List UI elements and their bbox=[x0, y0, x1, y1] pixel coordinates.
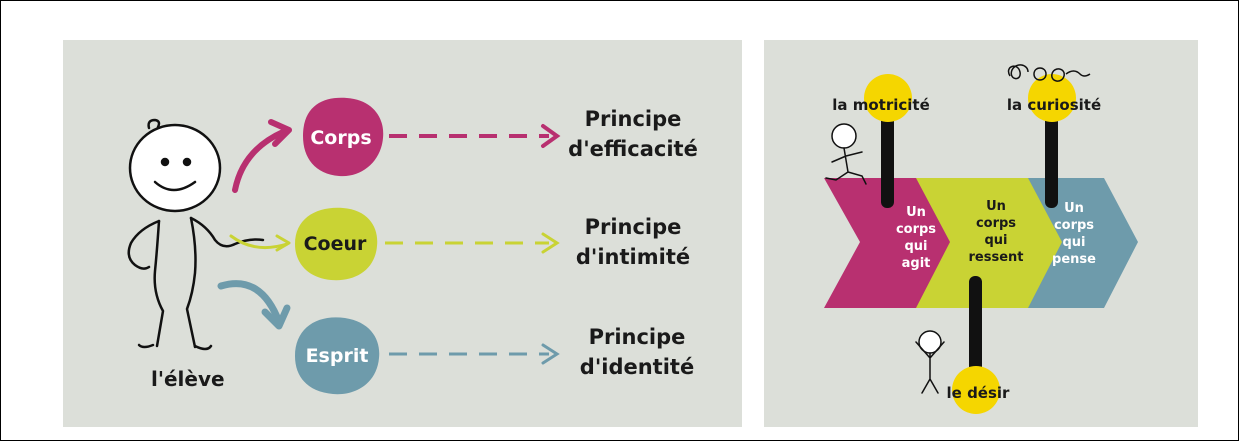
student-label: l'élève bbox=[151, 367, 225, 391]
coeur-principle-line2: d'intimité bbox=[576, 245, 690, 269]
esprit-principle-line2: d'identité bbox=[580, 355, 694, 379]
coeur-principle-line1: Principe bbox=[585, 215, 682, 239]
segment-agit-line1: Un bbox=[906, 205, 926, 220]
corps-blob bbox=[303, 97, 384, 177]
row-esprit: Esprit Principe d'identité bbox=[295, 317, 694, 395]
segment-agit-text: Un corps qui agit bbox=[896, 205, 936, 271]
right-diagram-panel: la motricité la curiosité le désir Un co… bbox=[764, 40, 1198, 427]
arrow-head-esprit bbox=[261, 304, 291, 330]
segment-agit-line2: corps bbox=[896, 222, 936, 237]
segment-pense-line2: corps bbox=[1054, 218, 1094, 233]
arrow-to-esprit bbox=[217, 280, 283, 326]
jumping-figure-icon bbox=[915, 330, 945, 394]
coeur-label: Coeur bbox=[304, 233, 367, 255]
corps-label: Corps bbox=[310, 127, 371, 149]
arrow-head-coeur bbox=[275, 234, 291, 252]
pin-curiosite-label: la curiosité bbox=[1007, 96, 1101, 114]
left-diagram-panel: l'élève Corps Principe d'efficacité Coeu… bbox=[63, 40, 742, 427]
segment-ressent-line1: Un bbox=[986, 199, 1006, 214]
esprit-arrow-head bbox=[541, 343, 560, 365]
pin-desir: le désir bbox=[947, 276, 1011, 414]
esprit-principle-line1: Principe bbox=[589, 325, 686, 349]
student-stick-figure bbox=[127, 118, 265, 351]
curiosity-scribble-icon bbox=[1007, 64, 1091, 82]
corps-arrow-head bbox=[541, 124, 561, 148]
esprit-blob bbox=[295, 317, 380, 395]
segment-pense-line3: qui bbox=[1062, 235, 1085, 250]
coeur-arrow-head bbox=[541, 232, 560, 254]
corps-principle-line2: d'efficacité bbox=[568, 137, 698, 161]
coeur-blob bbox=[295, 207, 378, 281]
running-figure-icon bbox=[825, 123, 867, 185]
arrow-to-coeur bbox=[229, 234, 289, 250]
left-diagram-svg: l'élève Corps Principe d'efficacité Coeu… bbox=[127, 97, 698, 395]
segment-ressent-line3: qui bbox=[984, 233, 1007, 248]
segment-agit-line3: qui bbox=[904, 239, 927, 254]
pin-desir-label: le désir bbox=[947, 384, 1011, 402]
segment-pense-text: Un corps qui pense bbox=[1052, 201, 1096, 267]
segment-pense-line1: Un bbox=[1064, 201, 1084, 216]
esprit-label: Esprit bbox=[306, 345, 369, 367]
arrow-head-corps bbox=[268, 119, 292, 147]
segment-pense-line4: pense bbox=[1052, 252, 1096, 267]
segment-ressent-line4: ressent bbox=[969, 250, 1024, 265]
right-diagram-svg: la motricité la curiosité le désir Un co… bbox=[824, 64, 1138, 414]
pin-motricite-label: la motricité bbox=[832, 96, 930, 114]
pin-motricite: la motricité bbox=[832, 74, 930, 208]
row-coeur: Coeur Principe d'intimité bbox=[295, 207, 690, 281]
segment-agit-line4: agit bbox=[902, 256, 931, 271]
pin-curiosite: la curiosité bbox=[1007, 64, 1101, 208]
segment-ressent-line2: corps bbox=[976, 216, 1016, 231]
arrow-to-corps bbox=[232, 129, 286, 193]
segment-ressent-chevron bbox=[916, 178, 1062, 308]
segment-ressent-text: Un corps qui ressent bbox=[969, 199, 1024, 265]
corps-principle-line1: Principe bbox=[585, 107, 682, 131]
row-corps: Corps Principe d'efficacité bbox=[303, 97, 698, 177]
